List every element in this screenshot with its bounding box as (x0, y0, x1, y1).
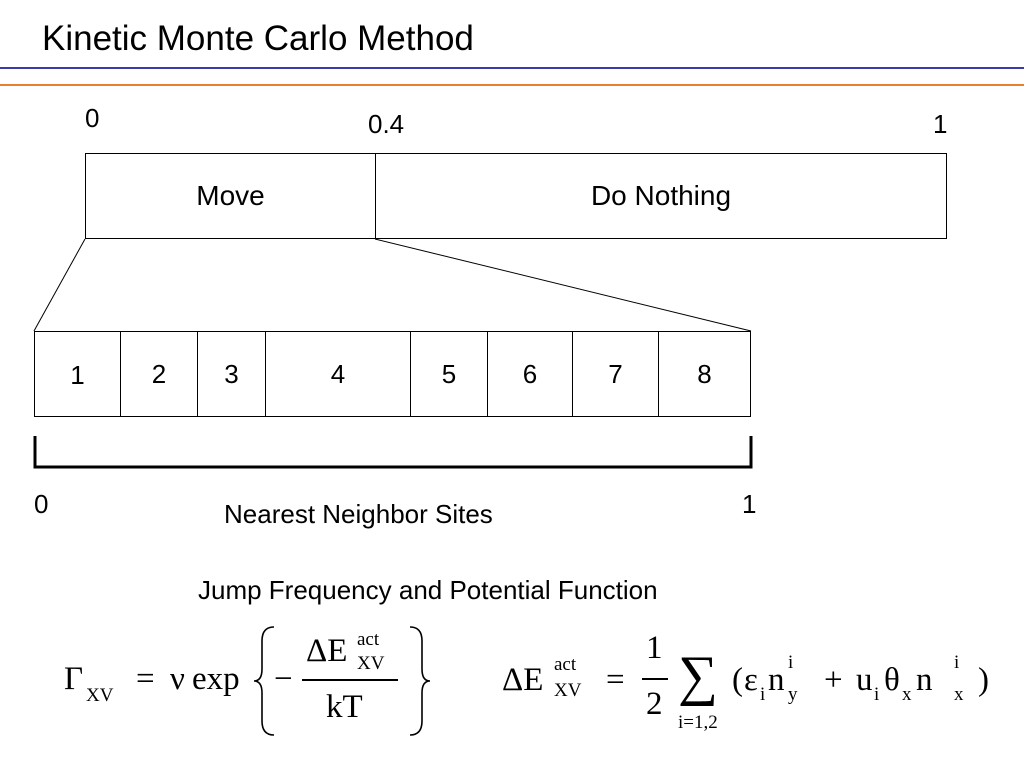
site-label-8: 8 (697, 358, 712, 389)
left-brace (253, 626, 275, 736)
summation-symbol: ∑ (678, 645, 718, 707)
numerator-subscript: XV (357, 653, 385, 674)
site-label-4: 4 (330, 358, 346, 389)
n-x-symbol: n (916, 662, 933, 698)
site-label-6: 6 (522, 358, 538, 389)
minus-sign: − (274, 661, 293, 697)
n-y-symbol: n (768, 662, 785, 698)
n-y-subscript: y (788, 684, 798, 705)
half-numerator: 1 (646, 630, 663, 666)
lhs-superscript: act (554, 654, 577, 675)
site-cell-7: 7 (573, 332, 659, 416)
summation-index: i=1,2 (678, 712, 718, 733)
u-subscript: i (874, 684, 880, 705)
delta-e-numerator: ΔE (306, 633, 348, 669)
theta-subscript: x (902, 684, 912, 705)
do-nothing-segment-label: Do Nothing (590, 180, 732, 211)
n-y-superscript: i (788, 652, 794, 673)
site-label-5: 5 (441, 358, 457, 389)
move-segment: Move (86, 154, 376, 238)
gamma-subscript: XV (86, 685, 114, 706)
open-paren: ( (732, 662, 743, 698)
title-divider-orange (0, 84, 1024, 86)
zoom-line-right (374, 238, 752, 332)
site-label-7: 7 (608, 358, 623, 389)
site-label-1: 1 (70, 360, 85, 390)
close-paren: ) (978, 662, 989, 698)
nu-symbol: ν (170, 661, 185, 697)
zoom-line-left (33, 238, 86, 332)
probability-tick-1: 1 (933, 109, 948, 139)
half-denominator: 2 (646, 686, 663, 722)
range-bracket (33, 436, 753, 469)
right-brace (409, 626, 431, 736)
neighbor-sites-bar: 1 2 3 4 5 6 7 8 (34, 331, 751, 417)
epsilon-subscript: i (760, 684, 766, 705)
numerator-superscript: act (357, 629, 380, 650)
equations-subtitle: Jump Frequency and Potential Function (198, 575, 658, 605)
range-end-label: 1 (742, 489, 757, 519)
u-symbol: u (856, 662, 873, 698)
site-cell-2: 2 (121, 332, 198, 416)
equals-sign: = (136, 661, 155, 697)
site-cell-4: 4 (266, 332, 411, 416)
n-x-subscript: x (954, 684, 964, 705)
probability-bar: Move Do Nothing (85, 153, 947, 239)
plus-sign: + (824, 662, 843, 698)
site-cell-5: 5 (411, 332, 488, 416)
gamma-symbol: Γ (64, 661, 84, 697)
site-cell-1: 1 (35, 332, 121, 416)
delta-e-lhs: ΔE (502, 662, 544, 698)
site-cell-8: 8 (659, 332, 750, 416)
probability-tick-0: 0 (85, 103, 100, 133)
n-x-superscript: i (954, 652, 960, 673)
theta-symbol: θ (884, 662, 900, 698)
site-cell-6: 6 (488, 332, 573, 416)
epsilon-symbol: ε (744, 662, 758, 698)
neighbor-sites-caption: Nearest Neighbor Sites (224, 499, 493, 529)
lhs-subscript: XV (554, 680, 582, 701)
page-title: Kinetic Monte Carlo Method (42, 19, 474, 58)
potential-function-equation: ΔE act XV = 1 2 ∑ i=1,2 ( ε i n i y + u … (502, 628, 1002, 740)
equals-sign-2: = (606, 662, 625, 698)
do-nothing-segment: Do Nothing (376, 154, 946, 238)
title-divider-blue (0, 67, 1024, 69)
probability-tick-0-4: 0.4 (368, 109, 405, 139)
site-cell-3: 3 (198, 332, 266, 416)
kt-denominator: kT (326, 689, 363, 725)
fraction-bar (302, 679, 398, 681)
site-label-2: 2 (151, 358, 167, 389)
move-segment-label: Move (196, 180, 265, 211)
exp-function: exp (192, 661, 240, 697)
half-fraction-bar (642, 678, 668, 680)
jump-frequency-equation: Γ XV = ν exp − ΔE act XV kT (64, 623, 434, 739)
range-start-label: 0 (34, 489, 49, 519)
site-label-3: 3 (224, 358, 239, 389)
